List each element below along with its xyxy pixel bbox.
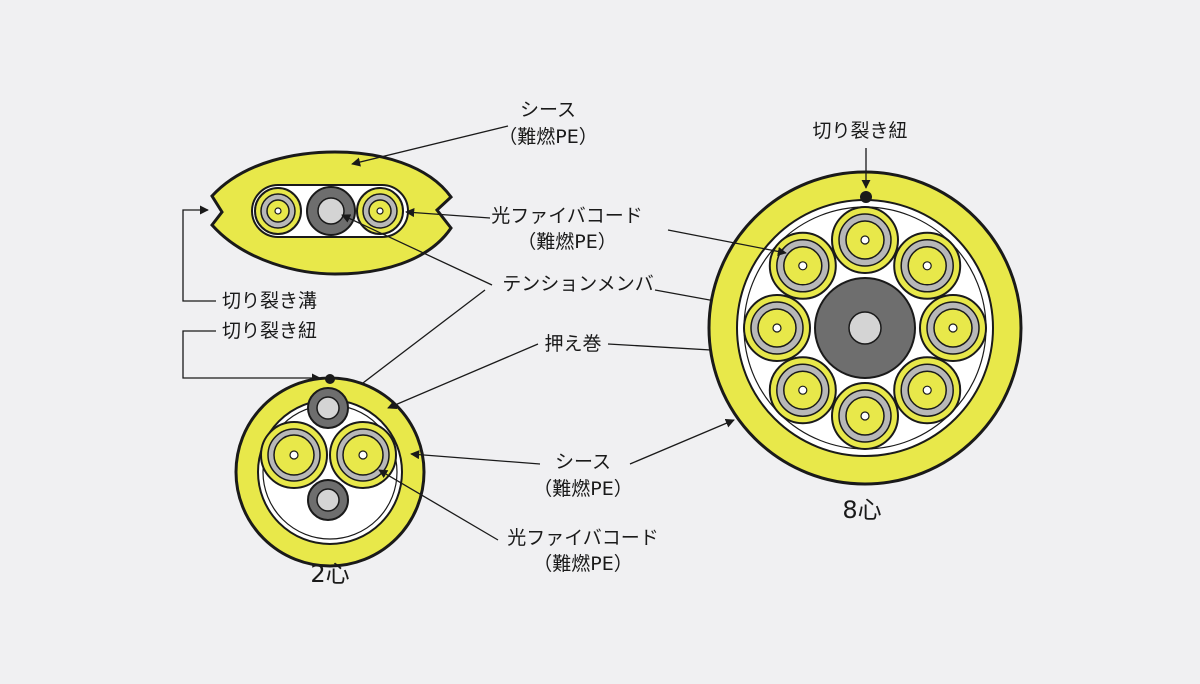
two-core-sheath-material-label: （難燃PE） [533,478,632,500]
two-core-caption: 2心 [310,560,349,588]
two-core-wrap-leader [387,343,539,409]
eight-core-fiber [831,206,899,274]
two-core-sheath-label: シース [555,451,611,473]
tension-member-label: テンションメンバ [502,273,653,295]
two-core-cable [234,374,426,568]
flat-cable [210,150,453,276]
eight-core-tension-member [814,277,916,379]
two-core-sheath-leader [410,450,541,465]
eight-core-sheath-leader [629,419,735,465]
flat-sheath-leader [351,125,509,167]
flat-sheath-material-label: （難燃PE） [498,126,597,148]
flat-tension-leader [341,214,493,286]
two-core-fiber-leader [378,469,499,541]
eight-core-fiber [768,231,837,300]
flat-fiber-material-label: （難燃PE） [517,231,616,253]
flat-fiber-right [356,187,404,235]
eight-core-fiber [831,382,899,450]
groove-leader [182,205,216,302]
flat-fiber-label: 光ファイバコード [491,205,643,227]
two-core-fiber-label: 光ファイバコード [507,527,659,549]
two-core-tension-top [307,387,349,429]
eight-core-cable [707,170,1023,486]
eight-core-fiber [768,356,837,425]
eight-core-fibers [743,206,987,450]
flat-fiber-leader [405,208,491,219]
two-core-fiber-left [260,421,328,489]
eight-core-fiber [919,294,987,362]
eight-core-caption: 8心 [842,496,881,524]
eight-core-fiber [743,294,811,362]
eight-core-fiber-leader [667,229,787,256]
flat-sheath-label: シース [520,99,576,121]
eight-core-fiber [893,356,962,425]
wrap-label: 押え巻 [544,333,601,355]
flat-fiber-left [254,187,302,235]
two-core-tension-bottom [307,479,349,521]
eight-core-rip-cord-label: 切り裂き紐 [812,120,907,142]
two-core-fiber-material-label: （難燃PE） [533,553,632,575]
two-core-fiber-right [329,421,397,489]
eight-core-fiber [893,231,962,300]
two-core-rip-cord-leader [182,330,321,383]
flat-tension-member [306,186,356,236]
two-core-rip-cord [325,374,335,384]
groove-label: 切り裂き溝 [222,290,317,312]
eight-core-rip-cord [860,191,872,203]
two-core-rip-cord-label: 切り裂き紐 [222,320,317,342]
